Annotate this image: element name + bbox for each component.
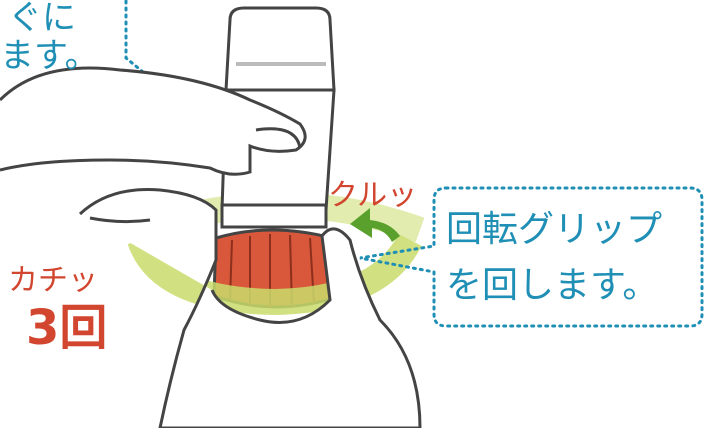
click-count-label: 3回: [26, 300, 108, 356]
callout-top-left-line1: ぐに: [8, 0, 76, 38]
callout-bottom-right-line2: を回します。: [446, 265, 659, 306]
hand-illustration: [0, 66, 307, 176]
rotation-band-front: [127, 233, 422, 316]
callout-top-left-line2: ます。: [0, 36, 99, 76]
rotate-sound-label: クルッ: [328, 178, 418, 213]
click-sound-label: カチッ: [8, 263, 98, 298]
inhaler-cap: [224, 6, 336, 92]
hand-illustration: [78, 188, 422, 428]
callout-bottom-right-line1: 回転グリップ: [446, 209, 663, 250]
callout-bottom-right-border: [359, 186, 704, 328]
rotation-arrow-icon: [350, 208, 400, 242]
